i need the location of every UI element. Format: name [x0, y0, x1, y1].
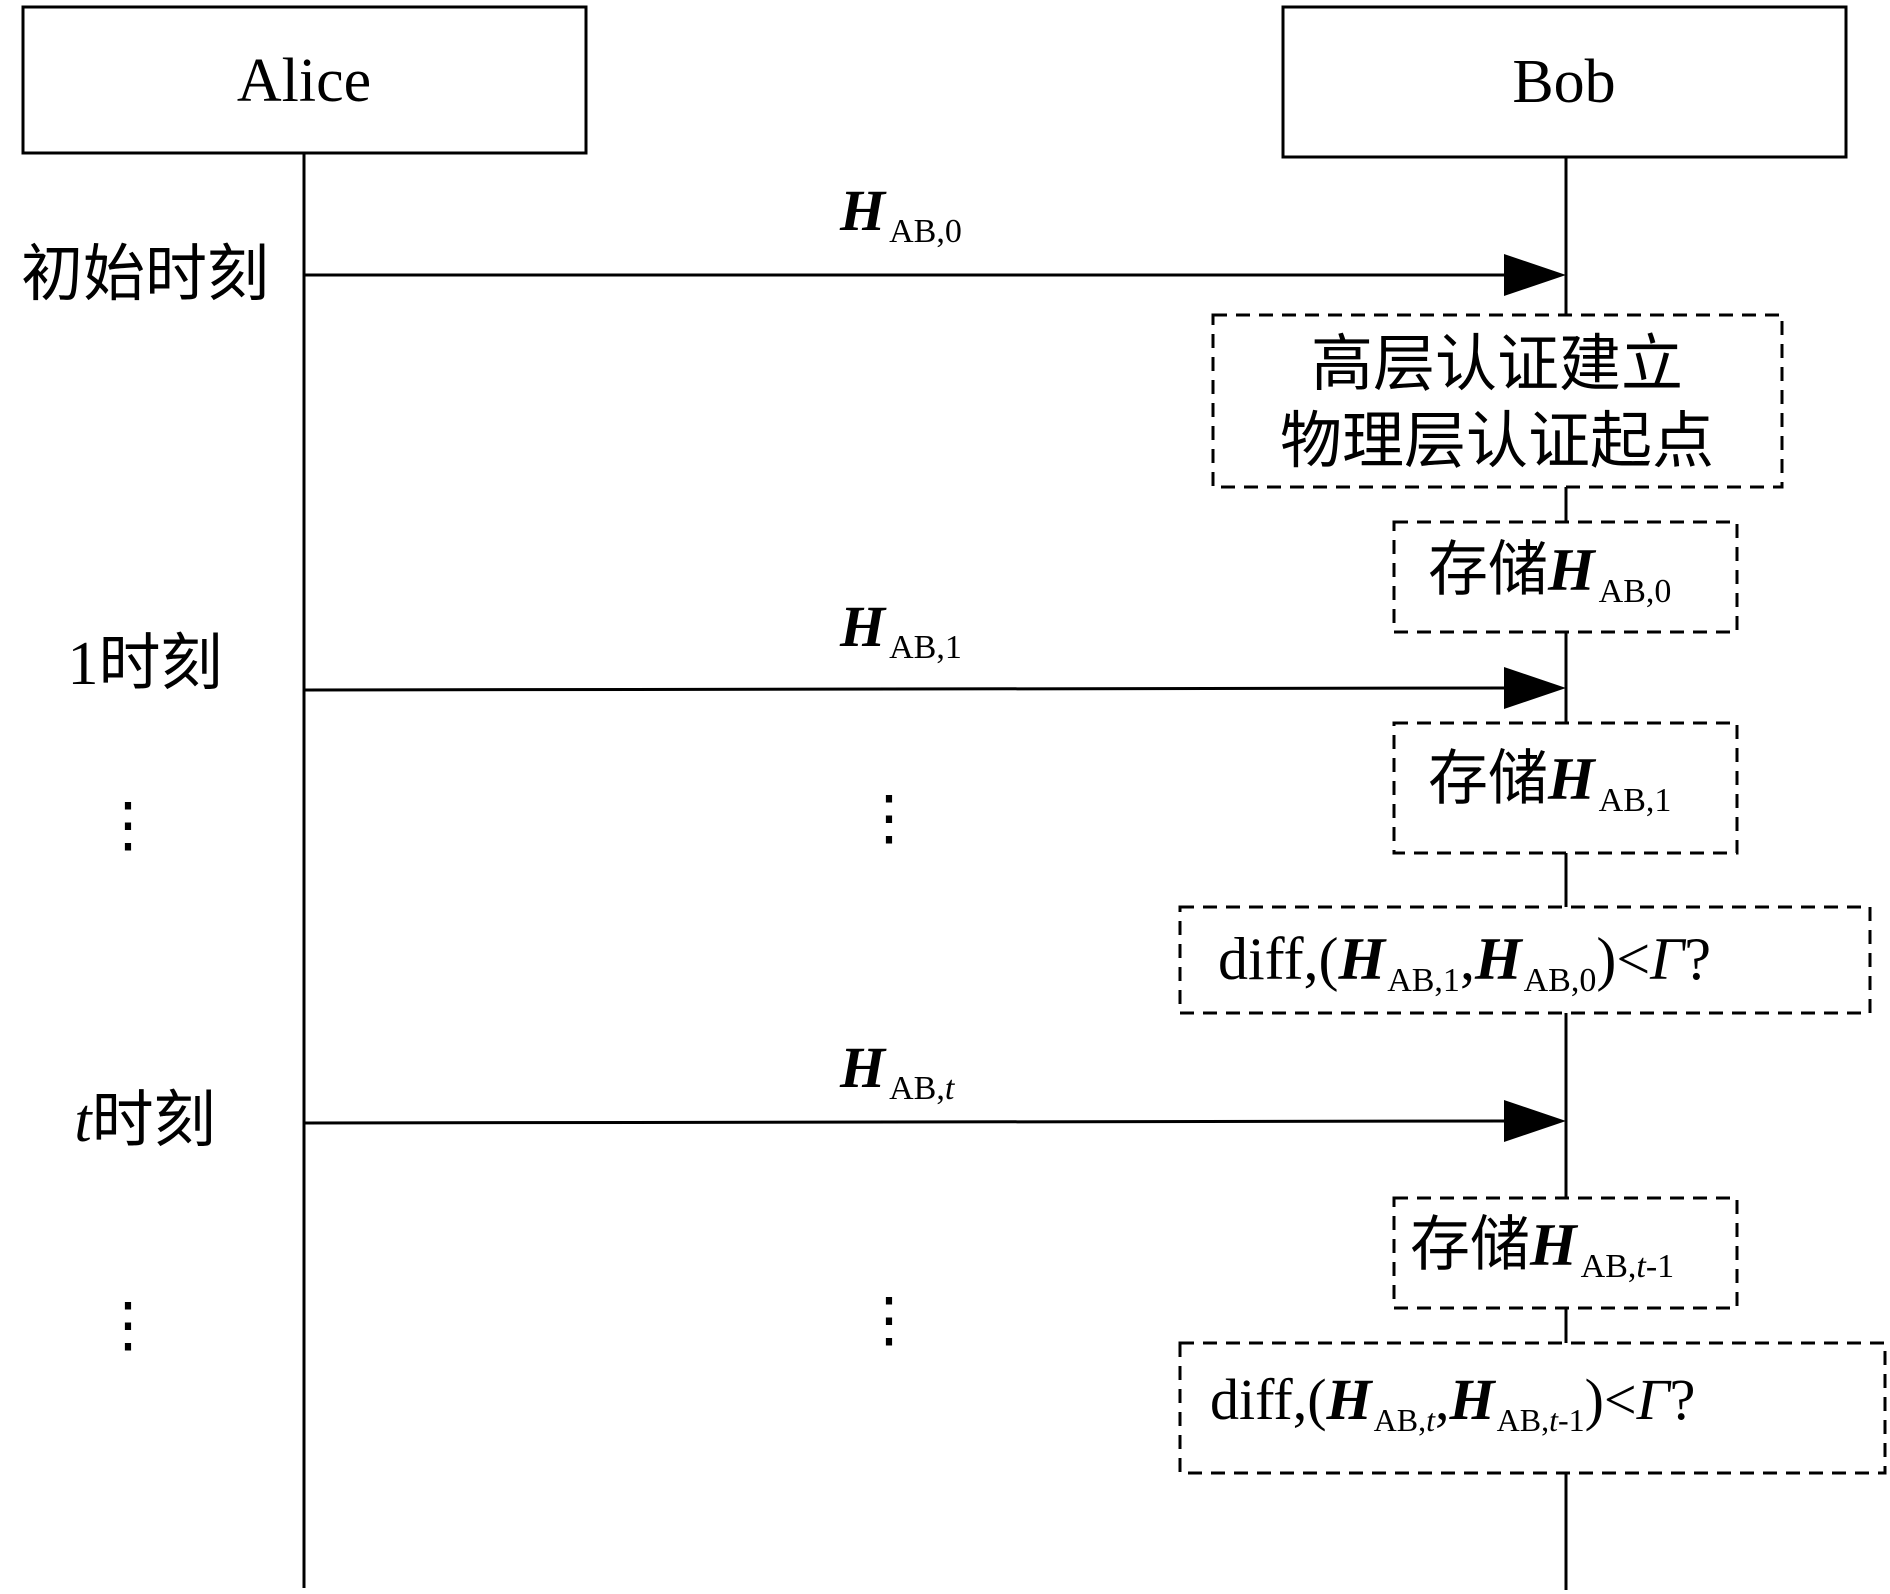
message-arrow-t: [303, 1100, 1566, 1142]
arrowhead-t: [1504, 1100, 1566, 1142]
arrowhead-1: [1504, 667, 1566, 709]
arrowhead-0: [1504, 254, 1566, 296]
participant-alice-box: [21, 5, 588, 155]
box-diff-t: diff,(HAB,t,HAB,t-1)<Γ?: [1178, 1341, 1887, 1475]
box-auth: 高层认证建立 物理层认证起点: [1211, 313, 1784, 489]
ellipsis-mid-2: ⋮: [859, 1287, 919, 1353]
time-label-t-suffix: 时刻: [92, 1087, 216, 1155]
participant-bob-label: Bob: [1512, 48, 1615, 116]
participant-alice: Alice: [21, 5, 588, 155]
participant-bob: Bob: [1281, 5, 1848, 159]
time-label-t: t时刻: [74, 1087, 215, 1155]
time-label-1-suffix: 时刻: [98, 630, 222, 698]
time-label-1-num: 1: [67, 630, 98, 698]
box-auth-line1: 高层认证建立: [1311, 331, 1683, 399]
ellipsis-left-1: ⋮: [98, 792, 158, 858]
ellipsis-left-2: ⋮: [98, 1292, 158, 1358]
message-arrow-1: [303, 667, 1566, 709]
participant-bob-box: [1281, 5, 1848, 159]
box-auth-line2: 物理层认证起点: [1280, 408, 1714, 476]
box-diff-1: diff,(HAB,1,HAB,0)<Γ?: [1178, 905, 1872, 1015]
time-label-initial: 初始时刻: [21, 241, 269, 309]
box-diff-t-text: diff,(HAB,t,HAB,t-1)<Γ?: [1210, 1367, 1695, 1438]
message-arrow-0: [304, 254, 1566, 296]
box-diff-1-text: diff,(HAB,1,HAB,0)<Γ?: [1218, 926, 1711, 999]
time-label-1: 1时刻: [67, 630, 222, 698]
time-label-t-var: t: [74, 1087, 93, 1155]
ellipsis-mid-1: ⋮: [859, 785, 919, 851]
participant-alice-label: Alice: [237, 47, 371, 115]
